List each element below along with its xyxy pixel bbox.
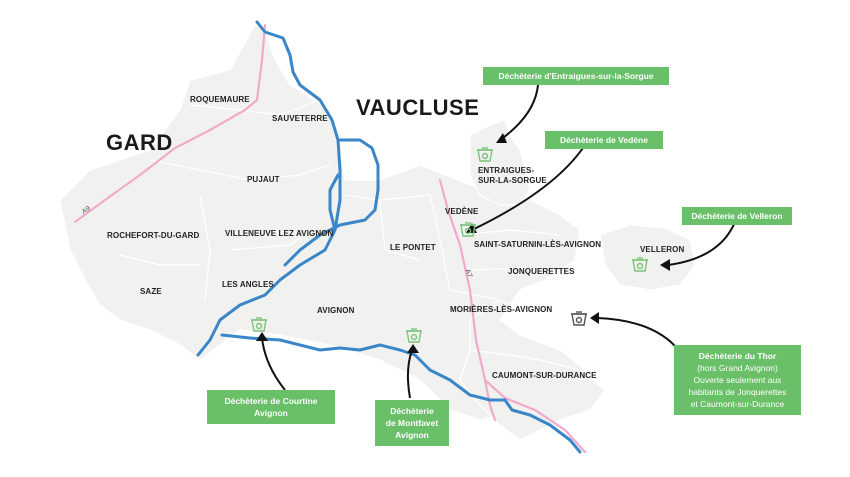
commune-label-les-angles: LES ANGLES — [222, 280, 274, 289]
arrows — [261, 84, 736, 399]
commune-area-caumont — [459, 349, 606, 441]
callout-title: Déchèterie de Courtine — [224, 396, 318, 406]
river-rhone-inner — [328, 173, 340, 232]
highways — [73, 23, 587, 454]
rivers — [196, 20, 582, 454]
callout-line: et Caumont-sur-Durance — [690, 399, 785, 409]
commune-label-sauveterre: SAUVETERRE — [272, 114, 328, 123]
commune-area-west — [59, 24, 586, 421]
commune-label-morieres-les-avignon: MORIÈRES-LÈS-AVIGNON — [450, 305, 553, 314]
callout-title: Déchèterie du Thor — [698, 351, 777, 361]
commune-label-roquemaure: ROQUEMAURE — [190, 95, 250, 104]
callout-subtitle: de Montfavet — [385, 418, 439, 428]
callout-dechetterie-courtine[interactable]: Déchèterie de Courtine Avignon — [207, 390, 335, 424]
commune-label-le-pontet: LE PONTET — [390, 243, 436, 252]
recycling-bin-icon-thor[interactable] — [569, 309, 589, 327]
callout-subtitle: Avignon — [395, 430, 429, 440]
commune-label-entraigues-line2: SUR-LA-SORGUE — [478, 176, 547, 185]
callout-dechetterie-velleron[interactable]: Déchèterie de Velleron — [682, 207, 792, 225]
highway-a7-branch — [483, 378, 497, 422]
callout-line: Ouverte seulement aux — [693, 375, 782, 385]
commune-label-avignon: AVIGNON — [317, 306, 355, 315]
commune-label-velleron: VELLERON — [640, 245, 685, 254]
department-label-vaucluse: VAUCLUSE — [356, 95, 480, 120]
callout-title: Déchèterie d'Entraigues-sur-la-Sorgue — [498, 71, 654, 81]
arrow-courtine — [261, 337, 286, 391]
commune-label-villeneuve-lez-avignon: VILLENEUVE LEZ AVIGNON — [225, 229, 334, 238]
river-rhone-main — [196, 20, 342, 357]
department-label-gard: GARD — [106, 130, 173, 155]
commune-label-saze: SAZE — [140, 287, 162, 296]
callout-dechetterie-montfavet[interactable]: Déchèterie de Montfavet Avignon — [375, 400, 449, 446]
arrow-thor — [596, 317, 676, 347]
callout-dechetterie-entraigues[interactable]: Déchèterie d'Entraigues-sur-la-Sorgue — [483, 67, 669, 85]
arrow-vedene — [471, 144, 586, 231]
recycling-bin-icon-montfavet[interactable] — [404, 326, 424, 344]
commune-borders — [119, 99, 561, 350]
commune-area-velleron — [599, 224, 696, 291]
highway-a9 — [73, 23, 267, 224]
highway-a7 — [438, 178, 587, 454]
commune-label-vedene: VEDÈNE — [445, 207, 479, 216]
river-rhone-branch — [283, 138, 380, 267]
callout-subtitle: Avignon — [254, 408, 288, 418]
callout-title: Déchèterie — [390, 406, 434, 416]
commune-area-entraigues — [469, 119, 531, 206]
callout-line: habitants de Jonquerettes — [688, 387, 787, 397]
river-durance — [220, 333, 582, 454]
commune-label-caumont-sur-durance: CAUMONT-SUR-DURANCE — [492, 371, 597, 380]
callout-title: Déchèterie de Velleron — [691, 211, 783, 221]
commune-label-entraigues-line1: ENTRAIGUES- — [478, 166, 535, 175]
arrow-velleron — [667, 221, 736, 266]
callout-line: (hors Grand Avignon) — [697, 363, 778, 373]
land-areas — [59, 24, 696, 441]
callout-title: Déchèterie de Vedène — [560, 135, 648, 145]
arrow-montfavet — [406, 349, 413, 399]
commune-label-rochefort-du-gard: ROCHEFORT-DU-GARD — [107, 231, 200, 240]
recycling-bin-icon-entraigues[interactable] — [475, 145, 495, 163]
recycling-bin-icon-courtine[interactable] — [249, 315, 269, 333]
callout-dechetterie-thor[interactable]: Déchèterie du Thor (hors Grand Avignon) … — [674, 345, 801, 415]
commune-label-saint-saturnin-les-avignon: SAINT-SATURNIN-LÈS-AVIGNON — [474, 240, 602, 249]
arrow-entraigues — [499, 84, 539, 141]
commune-label-pujaut: PUJAUT — [247, 175, 280, 184]
callout-dechetterie-vedene[interactable]: Déchèterie de Vedène — [545, 131, 663, 149]
recycling-bin-icon-vedene[interactable] — [458, 220, 478, 238]
commune-label-jonquerettes: JONQUERETTES — [508, 267, 575, 276]
recycling-bin-icon-velleron[interactable] — [630, 255, 650, 273]
